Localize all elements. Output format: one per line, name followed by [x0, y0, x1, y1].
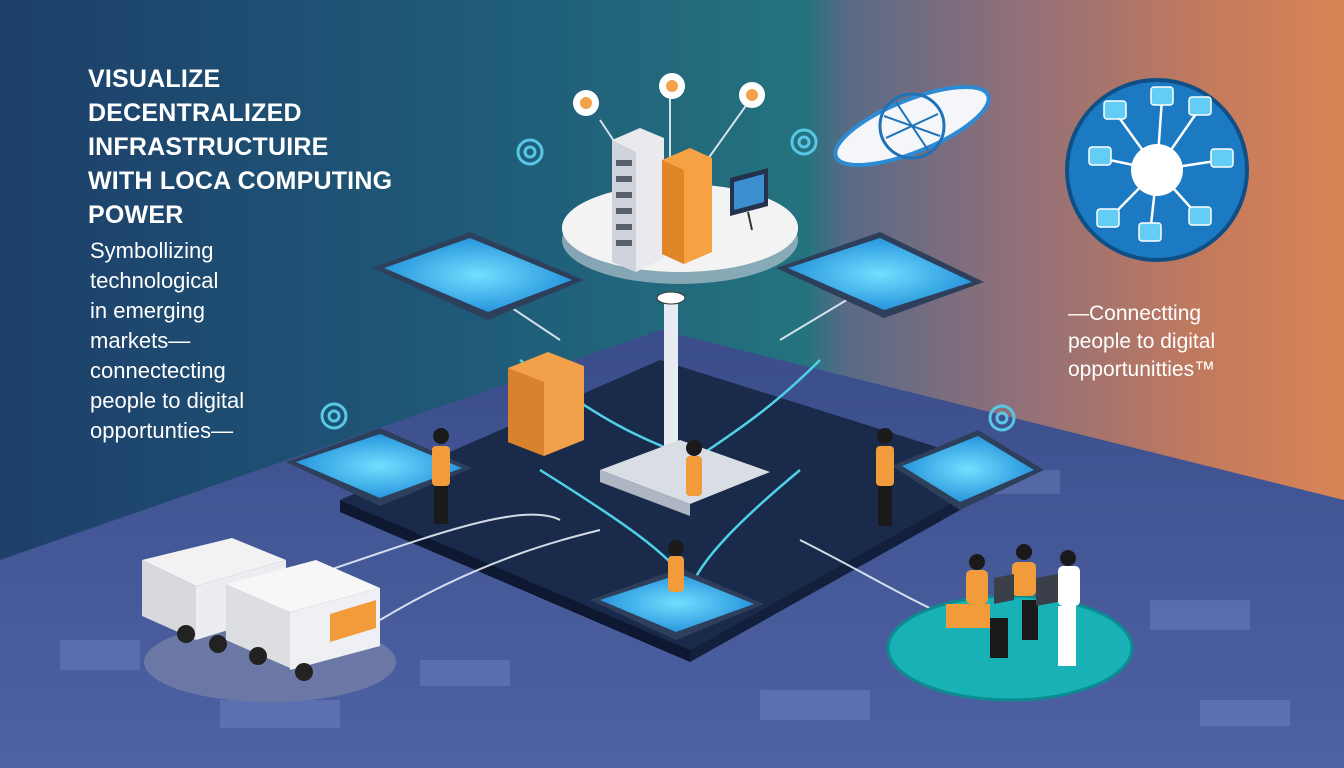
- satellite-dish-icon: [833, 84, 991, 168]
- laptop-icon: [994, 574, 1058, 606]
- central-tower: [600, 291, 770, 516]
- subtitle-right: —Connectting people to digital opportuni…: [1068, 300, 1298, 384]
- headline-line: INFRASTRUCTUIRE: [88, 133, 329, 161]
- subtitle-line: people to digital: [90, 388, 245, 413]
- monitor-icon: [730, 168, 768, 231]
- worker-figures: [432, 428, 894, 592]
- subtitle-line: markets—: [90, 328, 191, 353]
- server-rack-icon: [612, 128, 664, 272]
- people-icon: [886, 544, 1134, 702]
- gear-icons: [320, 128, 1016, 432]
- headline: VISUALIZE DECENTRALIZED INFRASTRUCTUIRE …: [88, 62, 508, 232]
- subtitle-line: Symbollizing: [90, 238, 214, 263]
- subtitle-line: opportunties—: [90, 418, 234, 443]
- headline-line: DECENTRALIZED: [88, 99, 302, 127]
- orange-server-icon: [662, 148, 712, 264]
- subtitle-left: Symbollizing technological in emerging m…: [90, 236, 390, 446]
- network-hub-icon: [1065, 78, 1249, 262]
- headline-line: VISUALIZE: [88, 65, 221, 93]
- subtitle-line: people to digital: [1068, 330, 1216, 353]
- subtitle-line: —Connectting: [1068, 302, 1202, 325]
- headline-line: WITH LOCA COMPUTING: [88, 167, 393, 195]
- orange-crate-icon: [508, 352, 584, 456]
- subtitle-line: connectecting: [90, 358, 226, 383]
- subtitle-line: technological: [90, 268, 219, 293]
- subtitle-line: in emerging: [90, 298, 205, 323]
- subtitle-line: opportunitties™: [1068, 358, 1216, 381]
- headline-line: POWER: [88, 201, 184, 229]
- screen-panels: [286, 232, 1044, 640]
- truck-icon: [142, 538, 396, 702]
- node-bubbles: [573, 73, 765, 116]
